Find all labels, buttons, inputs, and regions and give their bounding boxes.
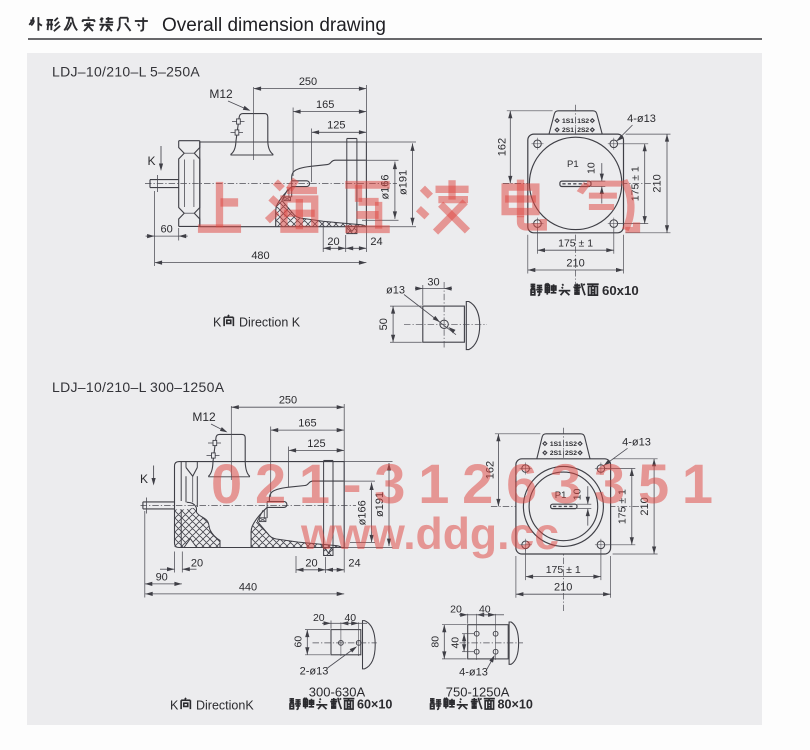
svg-text:250: 250 [299,76,317,88]
svg-text:125: 125 [307,438,325,450]
svg-text:60x10: 60x10 [602,283,639,298]
svg-text:175 ± 1: 175 ± 1 [546,564,581,576]
svg-text:20: 20 [450,603,462,615]
svg-text:60: 60 [293,636,305,648]
svg-text:20: 20 [327,236,339,248]
svg-text:M12: M12 [192,410,216,424]
svg-text:10: 10 [585,162,597,174]
svg-text:165: 165 [298,418,316,430]
svg-text:162: 162 [485,461,497,479]
svg-text:175 ± 1: 175 ± 1 [558,238,593,250]
svg-text:210: 210 [652,174,664,192]
svg-text:60: 60 [160,224,172,236]
svg-text:40: 40 [479,603,491,615]
svg-text:ø191: ø191 [397,170,409,195]
svg-text:1S1: 1S1 [550,441,562,448]
svg-text:4-ø13: 4-ø13 [459,667,488,679]
svg-text:www.ddg.cc: www.ddg.cc [300,510,559,559]
svg-text:1S2: 1S2 [577,118,589,125]
svg-text:Overall dimension drawing: Overall dimension drawing [162,15,386,36]
svg-text:K: K [170,699,179,713]
svg-text:210: 210 [639,497,651,515]
svg-text:20: 20 [313,612,325,624]
svg-text:20: 20 [191,557,203,569]
svg-text:2S2: 2S2 [565,450,577,457]
svg-text:250: 250 [279,395,297,407]
svg-text:021-31263351: 021-31263351 [211,452,726,515]
svg-text:175 ± 1: 175 ± 1 [617,489,629,524]
svg-text:210: 210 [566,257,584,269]
svg-text:M12: M12 [209,87,233,101]
svg-text:5–250A: 5–250A [150,64,200,80]
svg-text:DirectionK: DirectionK [196,699,254,713]
svg-text:2S1: 2S1 [562,127,574,134]
svg-text:480: 480 [251,250,269,262]
svg-text:750-1250A: 750-1250A [446,685,510,700]
svg-text:300-630A: 300-630A [309,685,366,700]
svg-text:125: 125 [327,120,345,132]
svg-text:LDJ–10/210–L: LDJ–10/210–L [52,64,147,80]
svg-text:1S2: 1S2 [565,441,577,448]
svg-text:ø166: ø166 [356,500,368,525]
svg-text:20: 20 [305,557,317,569]
svg-text:90: 90 [156,571,168,583]
svg-text:2-ø13: 2-ø13 [300,666,329,678]
svg-text:50: 50 [378,318,390,330]
svg-text:80: 80 [430,636,442,648]
svg-text:4-ø13: 4-ø13 [622,436,651,448]
svg-text:ø13: ø13 [386,285,405,297]
svg-text:24: 24 [348,557,360,569]
svg-text:10: 10 [571,488,583,500]
svg-text:K: K [147,154,155,168]
svg-text:210: 210 [554,582,572,594]
svg-text:440: 440 [239,581,257,593]
svg-text:40: 40 [450,637,462,649]
svg-text:K: K [213,316,222,330]
svg-text:24: 24 [370,236,382,248]
svg-text:ø191: ø191 [374,492,386,517]
svg-text:2S1: 2S1 [550,450,562,457]
svg-text:300–1250A: 300–1250A [150,379,225,395]
svg-text:30: 30 [427,277,439,289]
svg-text:80×10: 80×10 [498,697,533,711]
svg-text:P1: P1 [567,159,579,170]
svg-text:P1: P1 [555,490,567,501]
svg-text:4-ø13: 4-ø13 [627,113,656,125]
svg-text:Direction K: Direction K [239,316,301,330]
svg-text:40: 40 [344,612,356,624]
svg-text:1S1: 1S1 [562,118,574,125]
svg-text:60×10: 60×10 [357,697,392,711]
svg-text:LDJ–10/210–L: LDJ–10/210–L [52,379,147,395]
svg-text:162: 162 [497,138,509,156]
svg-text:2S2: 2S2 [577,127,589,134]
svg-text:165: 165 [316,99,334,111]
svg-text:K: K [140,472,148,486]
